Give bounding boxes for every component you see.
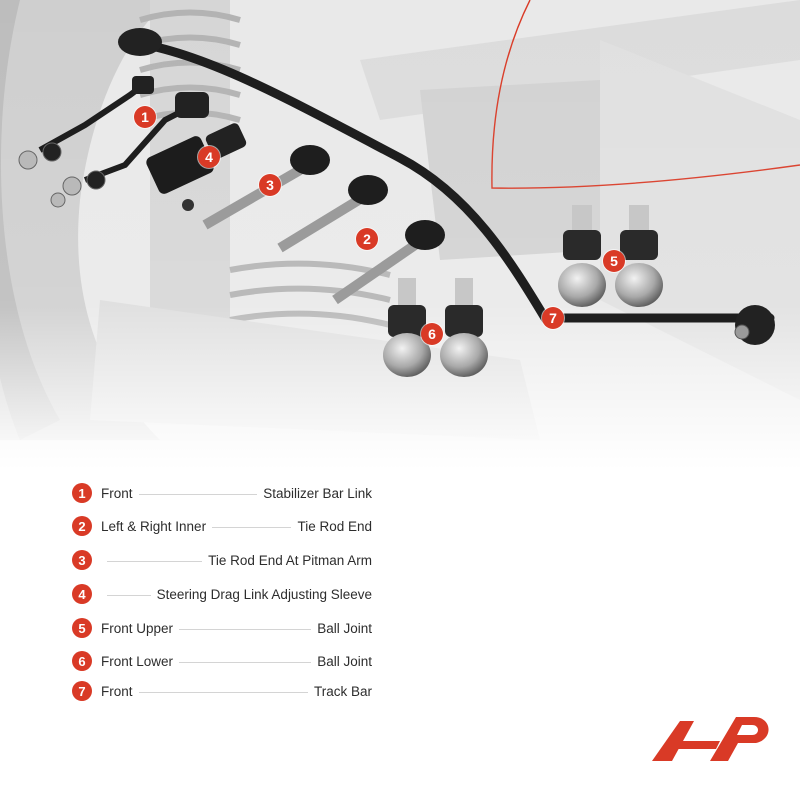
legend-row-1: 1 Front Stabilizer Bar Link xyxy=(72,482,372,504)
legend-position: Front Lower xyxy=(101,653,174,669)
track-bar xyxy=(118,28,775,345)
legend-row-2: 2 Left & Right Inner Tie Rod End xyxy=(72,515,372,537)
legend-position: Left & Right Inner xyxy=(101,518,207,534)
legend-number: 2 xyxy=(72,516,92,536)
legend-position: Front Upper xyxy=(101,620,174,636)
legend-row-7: 7 Front Track Bar xyxy=(72,680,372,702)
suspension-parts-scene xyxy=(0,0,800,470)
legend-part-name: Tie Rod End At Pitman Arm xyxy=(208,552,372,568)
legend-position: Front xyxy=(101,485,133,501)
upper-ball-joints xyxy=(558,205,663,307)
legend-position: Front xyxy=(101,683,133,699)
callout-1: 1 xyxy=(134,106,156,128)
legend-row-5: 5 Front Upper Ball Joint xyxy=(72,617,372,639)
legend-part-name: Tie Rod End xyxy=(297,518,372,534)
parts-legend: 1 Front Stabilizer Bar Link 2 Left & Rig… xyxy=(72,482,372,702)
callout-3: 3 xyxy=(259,174,281,196)
leader-line xyxy=(212,526,292,528)
leader-line xyxy=(107,560,203,562)
legend-number: 4 xyxy=(72,584,92,604)
stabilizer-bar-links xyxy=(18,76,209,208)
legend-row-3: 3 Tie Rod End At Pitman Arm xyxy=(72,549,372,571)
callout-2: 2 xyxy=(356,228,378,250)
legend-number: 3 xyxy=(72,550,92,570)
legend-part-name: Ball Joint xyxy=(317,653,372,669)
ap-brand-logo-icon xyxy=(652,717,769,761)
legend-number: 5 xyxy=(72,618,92,638)
legend-row-4: 4 Steering Drag Link Adjusting Sleeve xyxy=(72,583,372,605)
callout-7: 7 xyxy=(542,307,564,329)
callout-5: 5 xyxy=(603,250,625,272)
lower-ball-joints xyxy=(383,278,488,377)
legend-part-name: Ball Joint xyxy=(317,620,372,636)
legend-part-name: Track Bar xyxy=(313,683,372,699)
leader-line xyxy=(138,493,258,495)
callout-4: 4 xyxy=(198,146,220,168)
leader-line xyxy=(107,594,151,596)
vehicle-background xyxy=(0,0,800,470)
legend-number: 7 xyxy=(72,681,92,701)
leader-line xyxy=(138,691,308,693)
legend-row-6: 6 Front Lower Ball Joint xyxy=(72,650,372,672)
legend-part-name: Stabilizer Bar Link xyxy=(263,485,372,501)
legend-number: 6 xyxy=(72,651,92,671)
leader-line xyxy=(179,661,312,663)
legend-number: 1 xyxy=(72,483,92,503)
legend-part-name: Steering Drag Link Adjusting Sleeve xyxy=(156,586,372,602)
callout-6: 6 xyxy=(421,323,443,345)
tie-rod-ends xyxy=(202,145,445,305)
leader-line xyxy=(179,628,312,630)
